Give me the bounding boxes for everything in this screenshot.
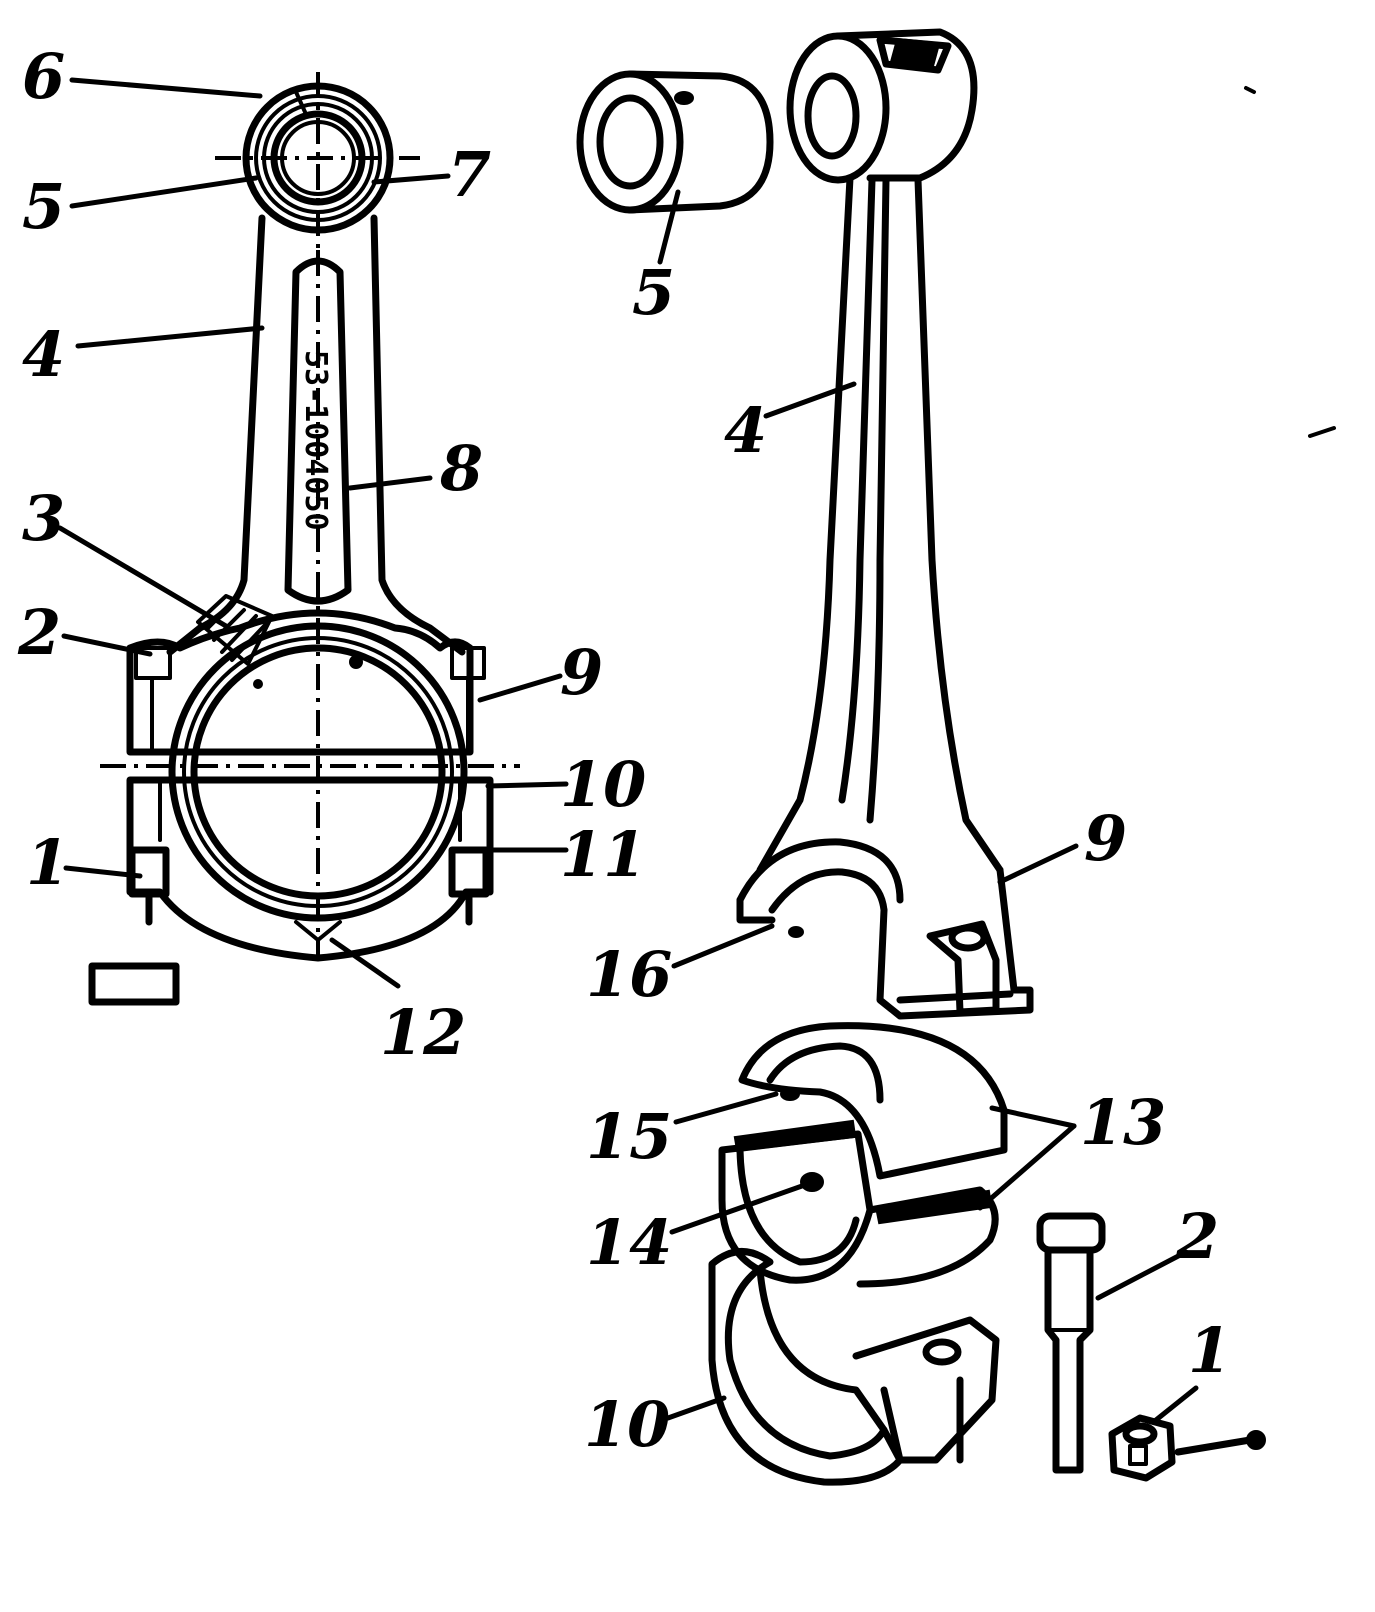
bearing-shell-lower: [718, 1119, 999, 1288]
nut-right: [448, 846, 490, 898]
callout-16: 16: [586, 938, 672, 1011]
callout-1: 1: [1188, 1314, 1231, 1387]
big-end-cap: [126, 776, 494, 962]
exploded-perspective-view: 5 4 9 16 15 13 14 2 1 10: [576, 28, 1336, 1486]
small-end: [215, 72, 420, 250]
callout-7: 7: [448, 138, 491, 211]
cotter-pin: [1174, 1430, 1266, 1456]
rod-shank: 53-1004050: [166, 214, 466, 960]
callout-11: 11: [560, 818, 646, 891]
callout-1: 1: [26, 826, 69, 899]
callout-6: 6: [22, 40, 65, 113]
callout-9: 9: [1084, 802, 1127, 875]
callout-2: 2: [17, 596, 61, 669]
big-end-bore: [168, 622, 468, 922]
bearing-shell-upper: [738, 1022, 1008, 1180]
callout-2: 2: [1175, 1200, 1219, 1273]
rod-bolt: [1036, 1212, 1106, 1474]
part-number-stamp: 53-1004050: [298, 350, 333, 531]
callout-9: 9: [560, 636, 603, 709]
callout-12: 12: [380, 996, 466, 1069]
rod-cap: [708, 1248, 1000, 1486]
callout-15: 15: [586, 1100, 672, 1173]
callout-5: 5: [632, 256, 675, 329]
callout-10: 10: [560, 748, 646, 821]
rod-shank-perspective: [756, 174, 1004, 874]
callout-13: 13: [1080, 1086, 1166, 1159]
callout-4: 4: [22, 318, 65, 391]
big-end-upper: [126, 609, 486, 756]
piston-pin-bushing: [576, 70, 774, 214]
rod-small-end: [786, 28, 978, 184]
callout-10: 10: [584, 1388, 670, 1461]
rod-big-end-upper: [736, 838, 1034, 1020]
callout-8: 8: [439, 432, 483, 505]
shim-plate: [88, 962, 180, 1006]
callout-14: 14: [586, 1206, 672, 1279]
oil-hole-mark: [294, 90, 307, 114]
stray-mark: [1244, 86, 1256, 94]
callout-5: 5: [22, 170, 65, 243]
nut-left: [128, 846, 170, 898]
cap-mark: [294, 920, 342, 942]
assembled-rod-front-view: 53-1004050: [17, 40, 646, 1069]
stray-mark: [1308, 426, 1336, 438]
rod-nut: [1108, 1414, 1176, 1482]
callout-4: 4: [724, 394, 767, 467]
callout-3: 3: [22, 482, 65, 555]
